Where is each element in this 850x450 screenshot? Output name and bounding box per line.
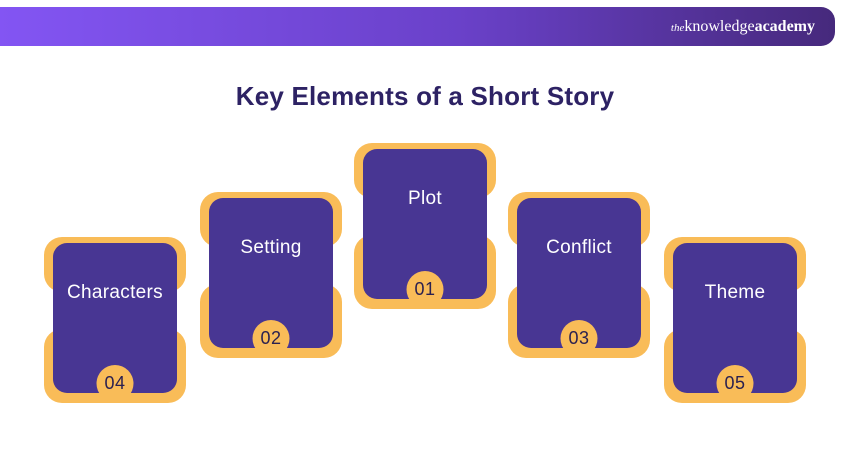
logo-knowledge: knowledge (684, 17, 755, 35)
page-title: Key Elements of a Short Story (235, 81, 615, 111)
card-panel: Plot 01 (363, 149, 487, 308)
card-panel: Characters 04 (53, 243, 177, 402)
number-badge: 05 (716, 365, 754, 402)
card-conflict: Conflict 03 (508, 192, 650, 358)
number-text: 01 (414, 279, 436, 299)
card-panel: Theme 05 (673, 243, 797, 402)
number-badge: 02 (252, 320, 290, 357)
card-label: Plot (408, 188, 442, 209)
number-badge: 01 (406, 271, 444, 308)
number-text: 04 (104, 373, 126, 393)
logo-the: the (670, 21, 685, 34)
card-label: Conflict (546, 237, 612, 258)
card-plot: Plot 01 (354, 143, 496, 309)
number-text: 02 (260, 328, 282, 348)
card-label: Characters (67, 282, 163, 303)
number-badge: 03 (560, 320, 598, 357)
card-theme: Theme 05 (664, 237, 806, 403)
card-label: Setting (240, 237, 302, 258)
number-text: 03 (568, 328, 590, 348)
logo-academy: academy (754, 17, 815, 35)
card-label: Theme (704, 282, 766, 303)
card-characters: Characters 04 (44, 237, 186, 403)
card-panel: Setting 02 (209, 198, 333, 357)
card-setting: Setting 02 (200, 192, 342, 358)
number-badge: 04 (96, 365, 134, 402)
card-panel: Conflict 03 (517, 198, 641, 357)
number-text: 05 (724, 373, 746, 393)
